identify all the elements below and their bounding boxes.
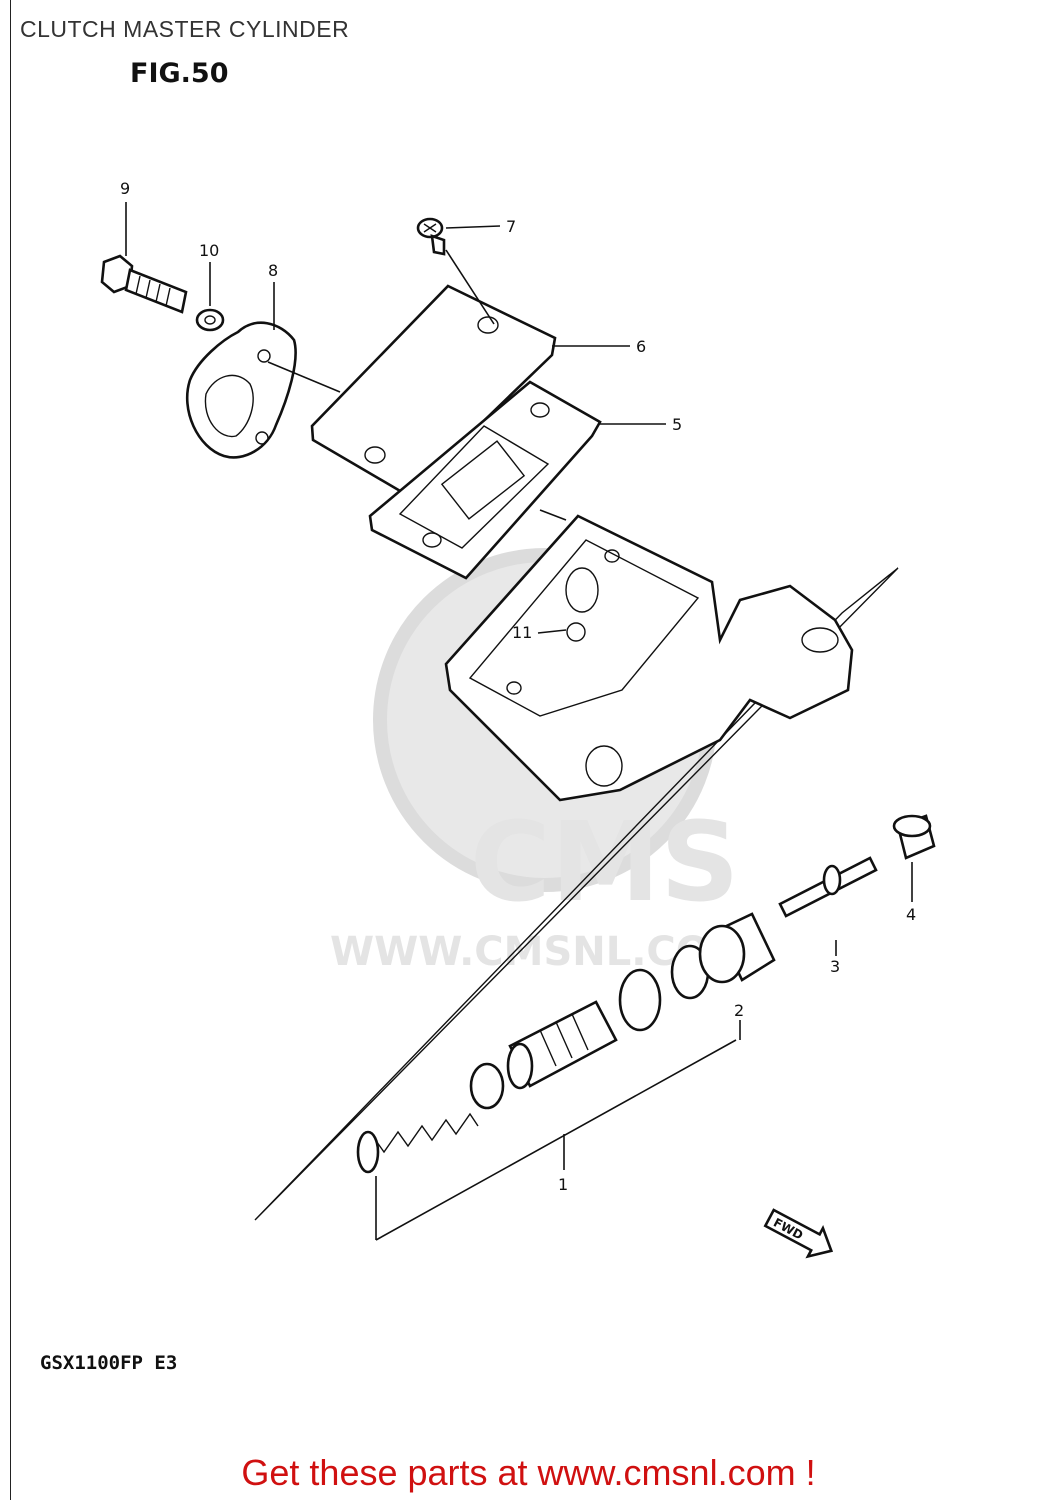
callout-6: 6	[636, 337, 646, 356]
push-rod-3	[778, 856, 878, 918]
page-title: CLUTCH MASTER CYLINDER	[20, 16, 350, 42]
callout-9: 9	[120, 179, 130, 198]
callout-10: 10	[199, 241, 219, 260]
exploded-parts-diagram: CMS WWW.CMSNL.COM	[100, 179, 936, 1259]
nut-4	[892, 814, 936, 860]
dust-boot-2	[698, 912, 776, 984]
washer-10	[195, 308, 225, 332]
leader-lines	[125, 202, 913, 1241]
callout-3: 3	[830, 957, 840, 976]
assembly-outline	[254, 567, 899, 1221]
figure-number: FIG.50	[130, 58, 229, 89]
callout-4: 4	[906, 905, 916, 924]
bolt-9	[100, 254, 188, 314]
frame-line	[10, 0, 11, 1500]
spring	[356, 1112, 479, 1174]
forward-direction-marker: FWD	[763, 1208, 834, 1259]
clamp-8	[185, 321, 297, 459]
callout-5: 5	[672, 415, 682, 434]
callout-11: 11	[512, 623, 532, 642]
callout-7: 7	[506, 217, 516, 236]
callout-1: 1	[558, 1175, 568, 1194]
callout-8: 8	[268, 261, 278, 280]
piston	[506, 1000, 618, 1090]
parts-link[interactable]: Get these parts at www.cmsnl.com !	[241, 1452, 816, 1493]
master-cylinder-body	[444, 514, 854, 802]
seal-ring	[618, 968, 662, 1032]
screw-7	[416, 217, 446, 256]
callout-2: 2	[734, 1001, 744, 1020]
diaphragm-5	[368, 380, 602, 580]
valve-seat	[469, 1062, 505, 1110]
watermark-logo: CMS	[470, 798, 739, 926]
model-code: GSX1100FP E3	[40, 1352, 178, 1374]
